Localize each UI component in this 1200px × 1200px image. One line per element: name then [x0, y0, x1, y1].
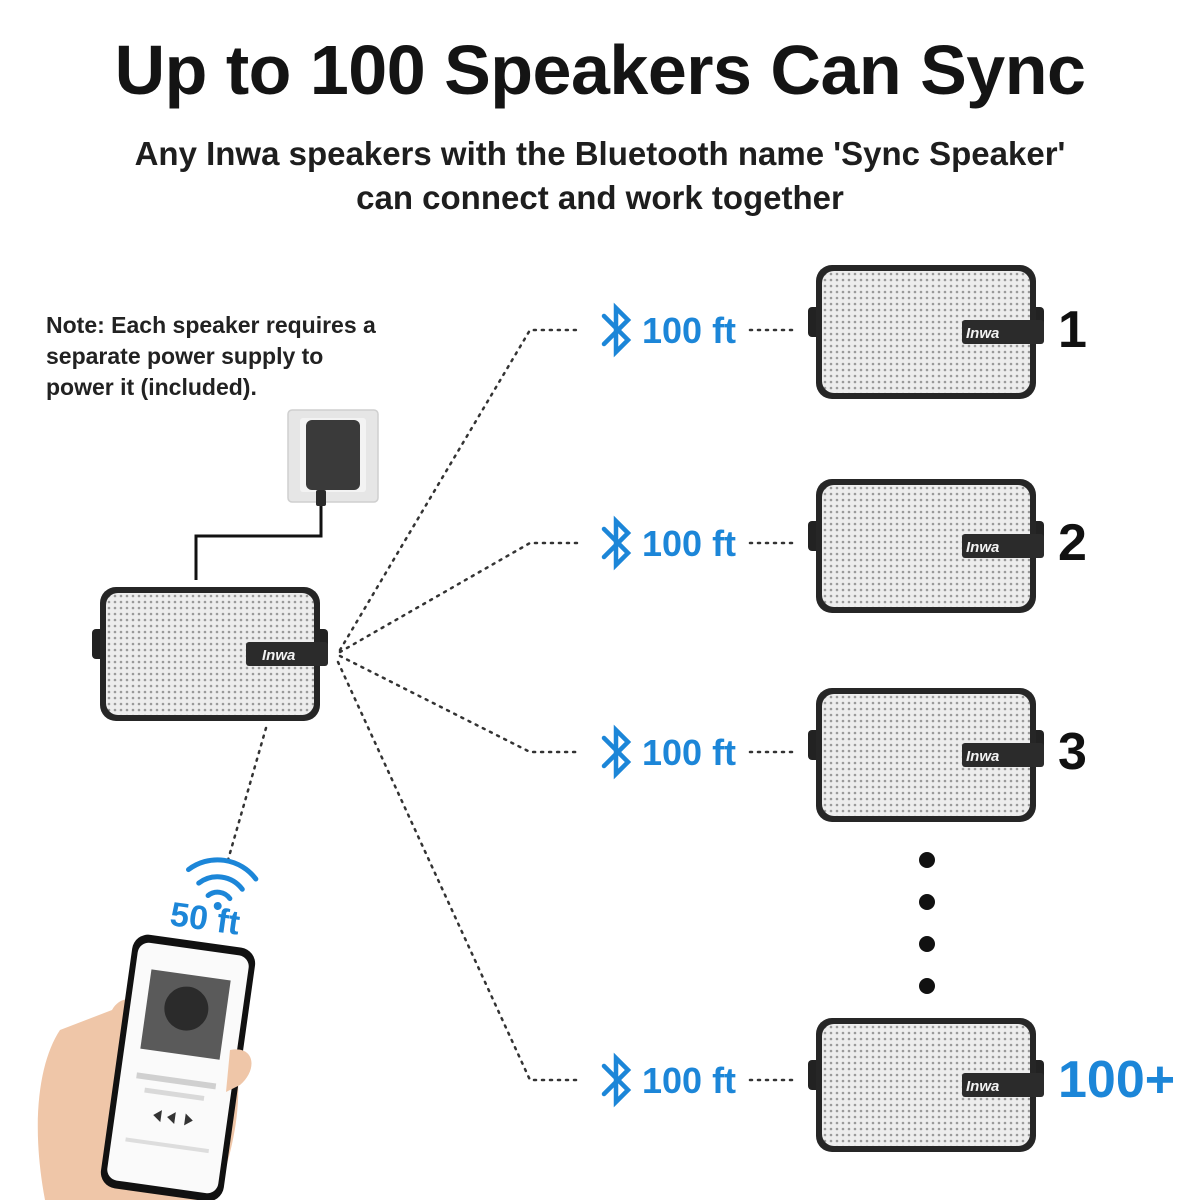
speaker-number-1: 1 [1058, 301, 1087, 359]
power-adapter [194, 409, 379, 580]
link-speaker-2 [338, 541, 580, 654]
subtitle-line-2: can connect and work together [356, 179, 844, 216]
link-phone [226, 726, 268, 862]
note-line-3: power it (included). [46, 374, 257, 400]
link-speaker-100 [336, 660, 580, 1082]
bluetooth-icon [604, 308, 628, 352]
speaker-number-100: 100+ [1058, 1051, 1176, 1109]
more-speakers-dots [919, 852, 935, 994]
brand-logo: Inwa [966, 325, 999, 342]
distance-label-2: 100 ft [642, 523, 737, 564]
speaker-number-2: 2 [1058, 514, 1087, 572]
page-title: Up to 100 Speakers Can Sync [114, 31, 1086, 109]
power-note: Note: Each speaker requires a separate p… [46, 310, 426, 403]
page-subtitle: Any Inwa speakers with the Bluetooth nam… [100, 132, 1100, 220]
distance-label-3: 100 ft [642, 732, 737, 773]
brand-logo: Inwa [966, 748, 999, 765]
distance-label-100: 100 ft [642, 1060, 737, 1101]
speaker-3: Inwa [808, 688, 1044, 822]
wifi-icon [186, 857, 259, 910]
note-line-2: separate power supply to [46, 343, 324, 369]
speaker-1: Inwa [808, 265, 1044, 399]
bluetooth-icon [604, 730, 628, 774]
main-speaker: Inwa [92, 587, 328, 721]
link-speaker-3 [338, 654, 580, 754]
note-line-1: Note: Each speaker requires a [46, 312, 376, 338]
subtitle-line-1: Any Inwa speakers with the Bluetooth nam… [134, 135, 1066, 172]
speaker-2: Inwa [808, 479, 1044, 613]
bluetooth-icon [604, 521, 628, 565]
brand-logo: Inwa [966, 539, 999, 556]
speaker-100: Inwa [808, 1018, 1044, 1152]
brand-logo: Inwa [262, 647, 295, 664]
speaker-number-3: 3 [1058, 723, 1087, 781]
bluetooth-icon [604, 1058, 628, 1102]
distance-label-1: 100 ft [642, 310, 737, 351]
brand-logo: Inwa [966, 1078, 999, 1095]
phone-in-hand [37, 934, 256, 1200]
bluetooth-links [226, 328, 798, 1082]
